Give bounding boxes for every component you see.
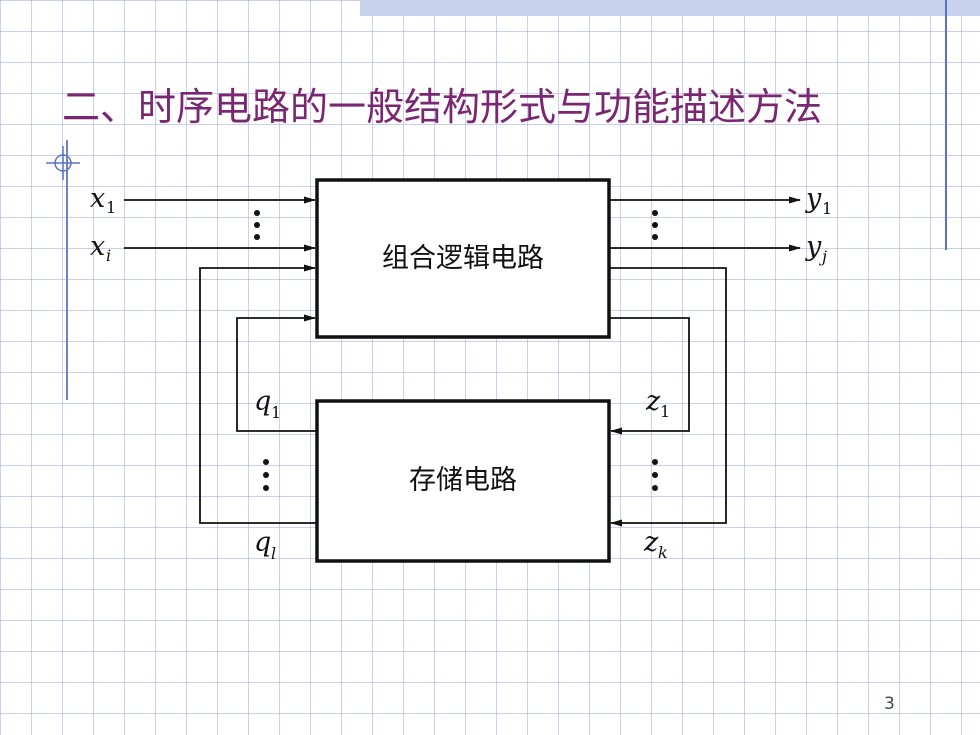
svg-text:q: q	[254, 527, 271, 558]
output-ellipsis	[652, 210, 658, 240]
label-yj: y j	[805, 231, 827, 266]
svg-text:1: 1	[822, 199, 832, 218]
label-q1: q 1	[254, 386, 281, 422]
combinational-logic-label: 组合逻辑电路	[382, 243, 544, 274]
label-xi: x i	[90, 231, 111, 265]
left-accent-line	[66, 140, 68, 400]
label-zk: z k	[643, 527, 668, 562]
excitation-line-zk	[609, 267, 727, 527]
svg-text:z: z	[643, 527, 659, 558]
feedback-line-ql	[199, 264, 317, 524]
svg-text:1: 1	[271, 403, 281, 422]
feedback-line-q1	[236, 314, 317, 432]
svg-text:j: j	[819, 247, 827, 266]
combinational-logic-box	[315, 178, 611, 339]
label-x1: x 1	[90, 183, 116, 217]
excitation-ellipsis	[652, 459, 658, 491]
excitation-line-z1	[609, 317, 690, 435]
svg-text:l: l	[271, 544, 276, 563]
svg-text:y: y	[805, 183, 822, 214]
label-y1: y 1	[805, 183, 832, 218]
slide-title: 二、时序电路的一般结构形式与功能描述方法	[62, 85, 823, 129]
input-ellipsis	[254, 210, 260, 240]
svg-text:k: k	[658, 543, 668, 562]
svg-text:1: 1	[106, 198, 116, 217]
svg-text:z: z	[645, 386, 661, 417]
svg-text:x: x	[90, 231, 105, 262]
svg-text:i: i	[106, 246, 111, 265]
storage-box	[315, 399, 611, 563]
crosshair-icon	[46, 146, 80, 180]
svg-text:y: y	[805, 231, 822, 262]
storage-label: 存储电路	[409, 465, 517, 496]
right-accent-line	[945, 0, 947, 250]
header-accent-band	[360, 0, 980, 16]
svg-text:1: 1	[660, 402, 670, 421]
label-ql: q l	[254, 527, 276, 563]
label-z1: z 1	[645, 386, 670, 421]
svg-text:x: x	[90, 183, 105, 214]
page-number: 3	[884, 694, 895, 714]
state-ellipsis	[263, 459, 269, 491]
svg-text:q: q	[254, 386, 271, 417]
